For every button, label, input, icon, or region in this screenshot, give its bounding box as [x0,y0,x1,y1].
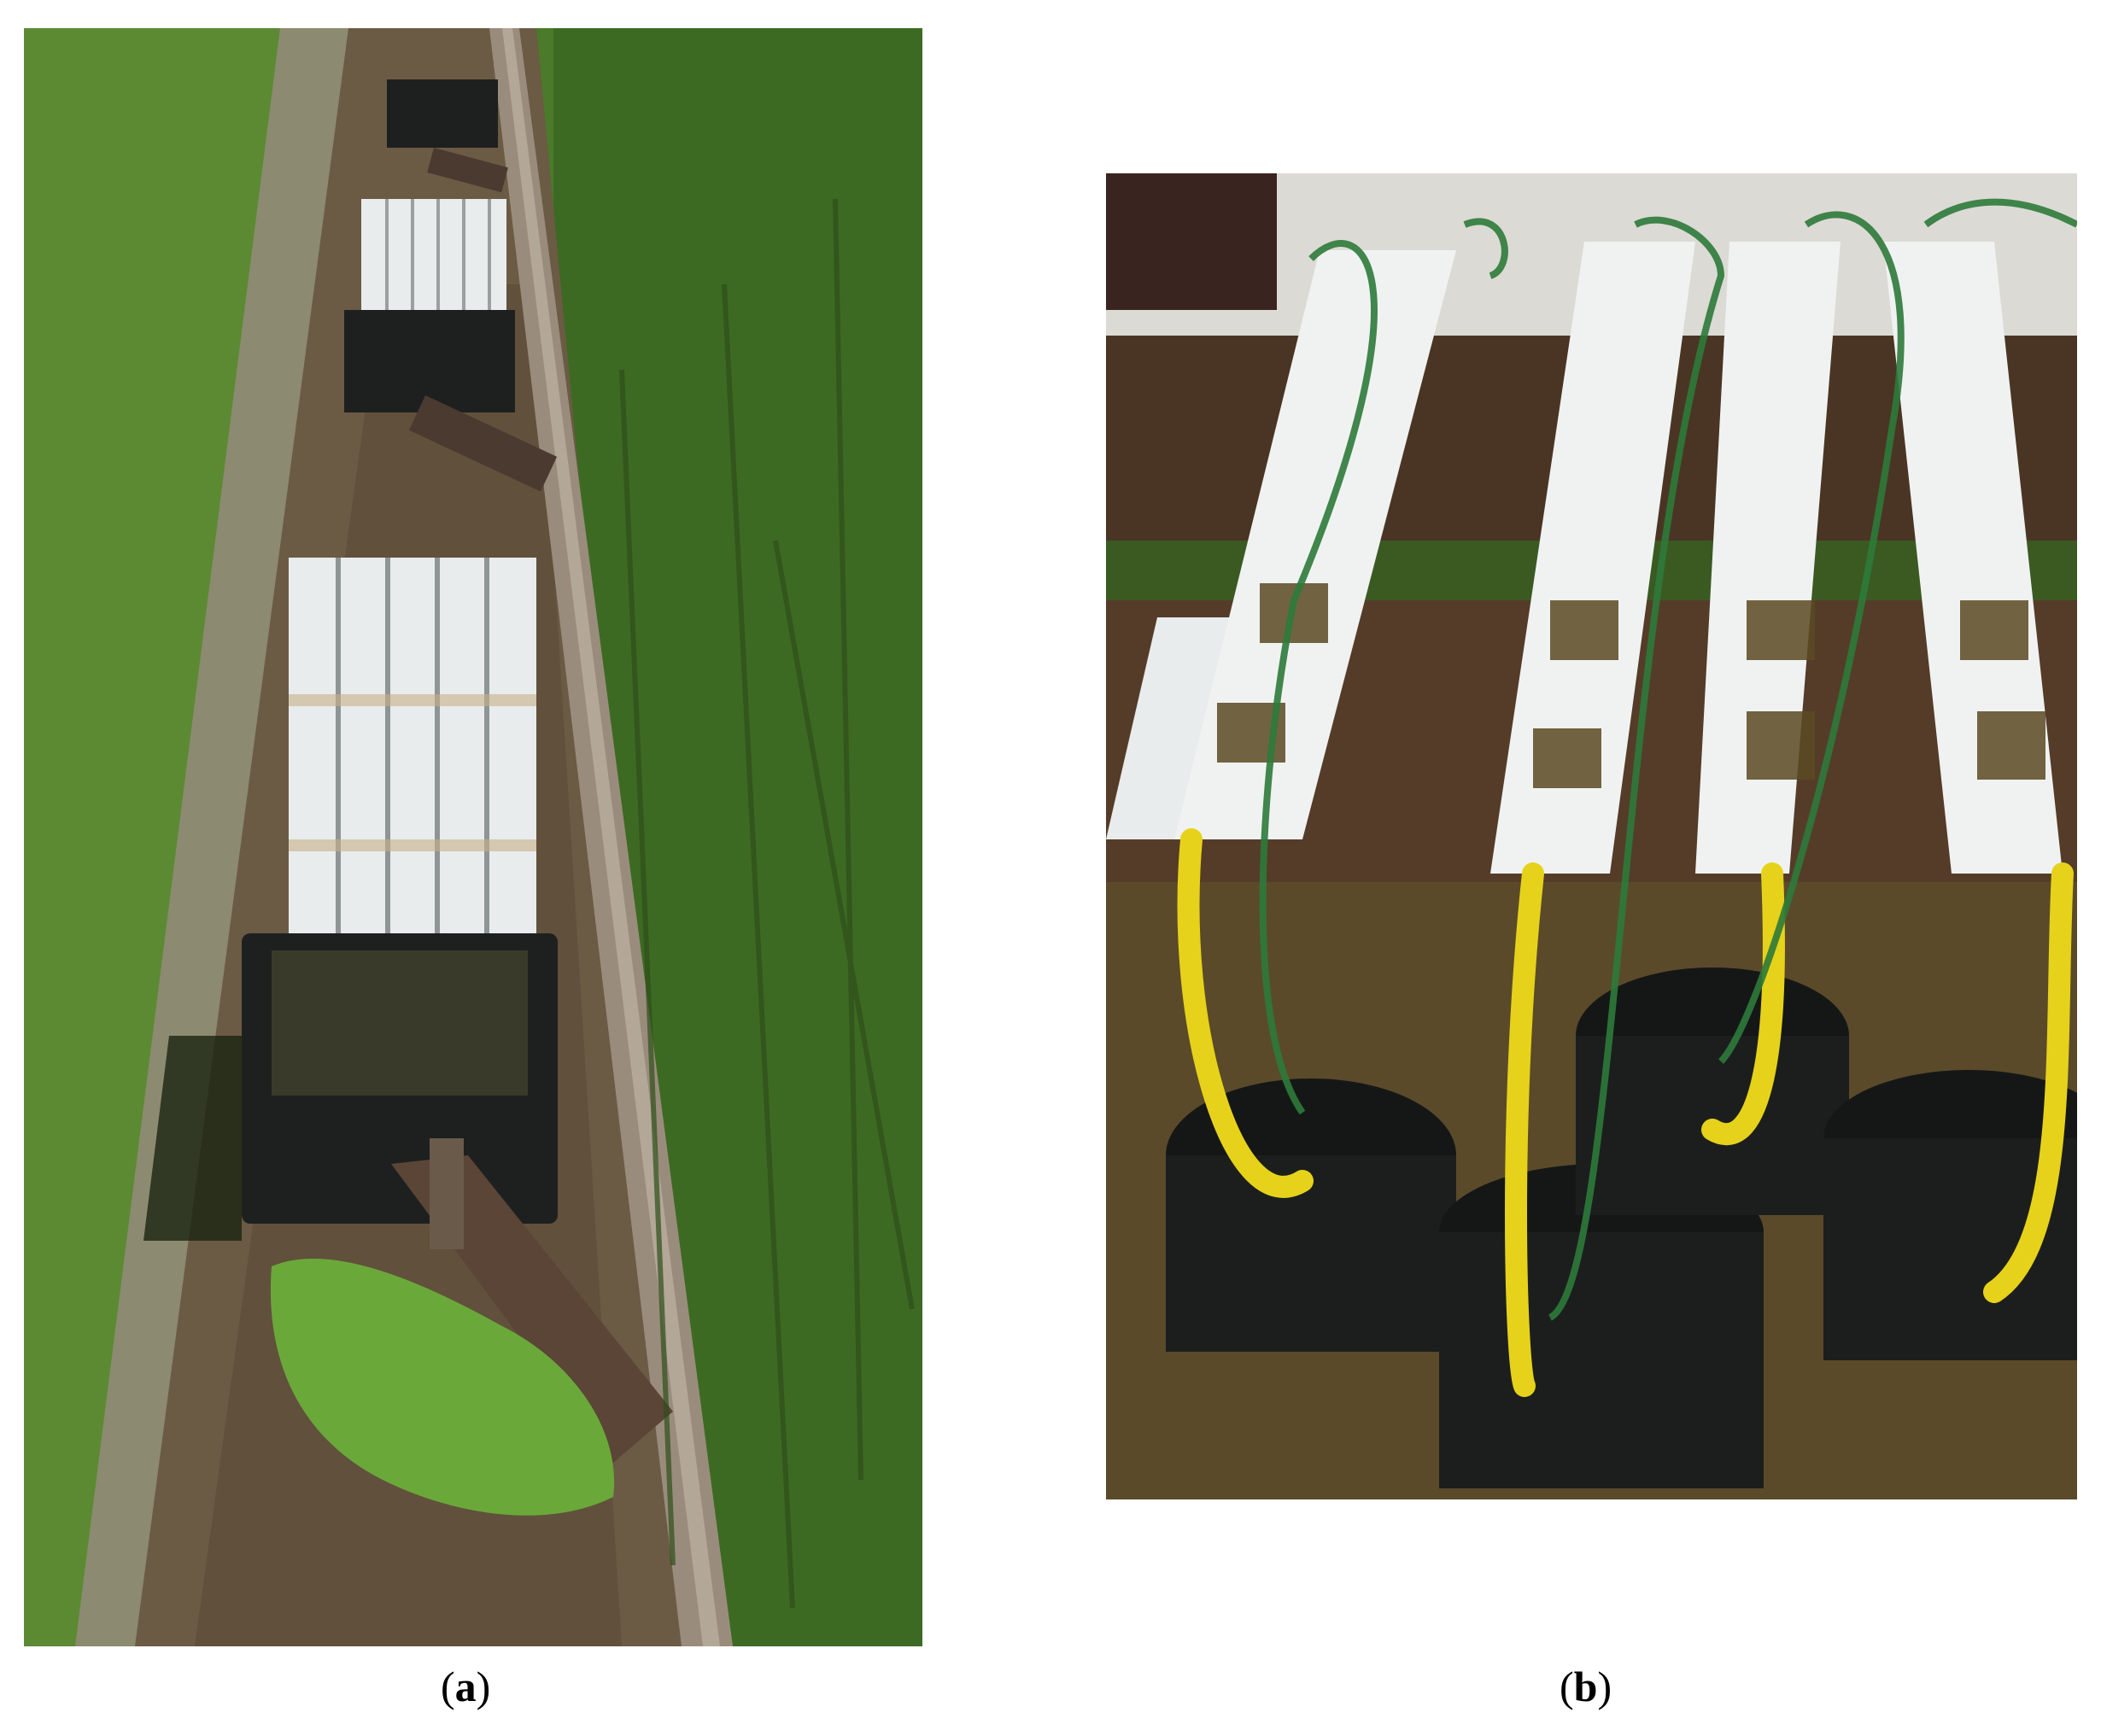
caption-close-paren: ) [1597,1663,1612,1710]
caption-open-paren: ( [441,1663,455,1710]
caption-open-paren: ( [1560,1663,1574,1710]
panel-caption-a: (a) [441,1665,490,1708]
caption-label-a: a [454,1663,477,1710]
large-trough-set [289,558,536,933]
photo-panel-b [1106,173,2077,1499]
caption-close-paren: ) [476,1663,491,1710]
small-trough-set [361,199,506,310]
photo-troughs-buckets [1106,173,2077,1499]
photo-panel-a [24,28,922,1646]
panel-caption-b: (b) [1560,1665,1612,1708]
photo-outdoor-channel [24,28,922,1646]
caption-label-b: b [1573,1663,1598,1710]
green-tubes [1259,198,2077,1321]
